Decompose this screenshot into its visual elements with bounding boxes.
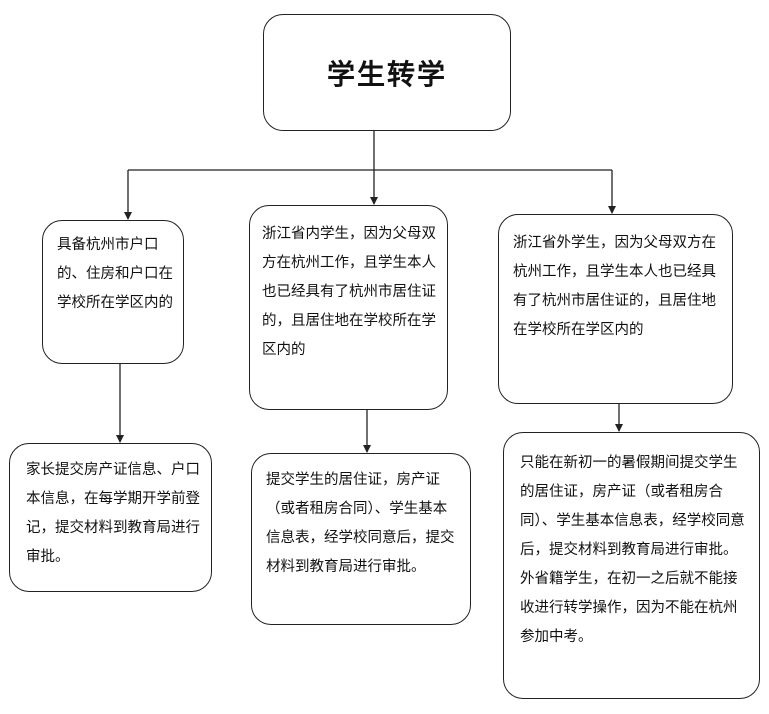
condition-node-zhejiang-student: 浙江省内学生，因为父母双方在杭州工作，且学生本人也已经具有了杭州市居住证的，且居… [249,205,448,410]
procedure-node-zhejiang-student: 提交学生的居住证，房产证（或者租房合同）、学生基本信息表，经学校同意后，提交材料… [251,453,471,625]
condition-node-hangzhou-hukou: 具备杭州市户口的、住房和户口在学校所在学区内的 [42,220,184,364]
condition-node-out-of-province-student: 浙江省外学生，因为父母双方在杭州工作，且学生本人也已经具有了杭州市居住证的，且居… [498,214,733,404]
title-node: 学生转学 [263,14,511,131]
procedure-node-out-of-province-student: 只能在新初一的暑假期间提交学生的居住证，房产证（或者租房合同）、学生基本信息表，… [503,432,760,699]
diagram-title: 学生转学 [326,57,447,91]
procedure-node-hangzhou-hukou: 家长提交房产证信息、户口本信息，在每学期开学前登记，提交材料到教育局进行审批。 [9,443,212,592]
